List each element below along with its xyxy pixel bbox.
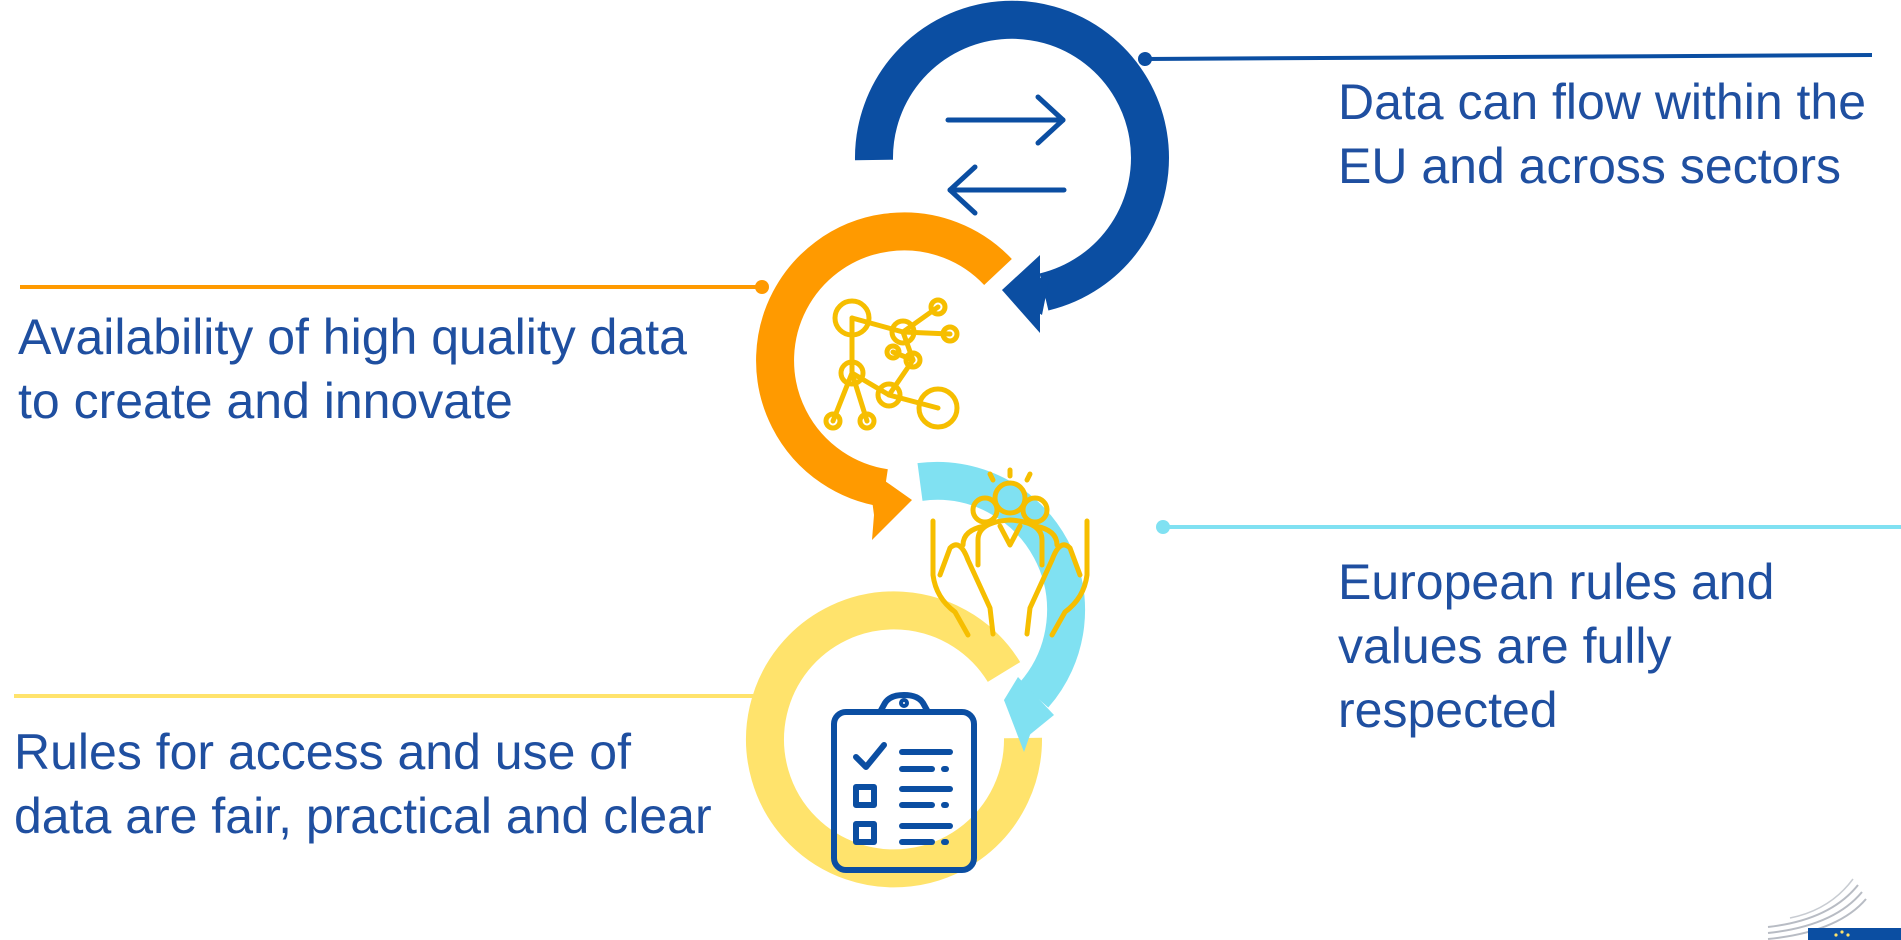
connector-line-yellow — [14, 689, 769, 703]
caption-data-availability: Availability of high quality data to cre… — [18, 309, 687, 429]
caption-data-flow: Data can flow within the EU and across s… — [1338, 74, 1867, 194]
people-in-hands-icon — [930, 467, 1090, 638]
caption-access-rules: Rules for access and use of data are fai… — [14, 724, 712, 844]
connector-line-light-blue — [1156, 520, 1901, 534]
caption-european-rules-values: European rules and values are fully resp… — [1338, 554, 1775, 738]
clipboard-checklist-icon — [831, 692, 977, 873]
network-nodes-icon — [823, 297, 960, 431]
exchange-arrows-icon — [945, 94, 1067, 216]
ring-light-blue — [917, 461, 1086, 752]
european-commission-logo — [1767, 878, 1901, 940]
ring-yellow — [746, 591, 1043, 888]
connector-line-blue — [1138, 52, 1873, 66]
connector-line-orange — [20, 280, 769, 294]
ring-blue — [854, 0, 1169, 333]
ring-orange — [756, 212, 1012, 540]
